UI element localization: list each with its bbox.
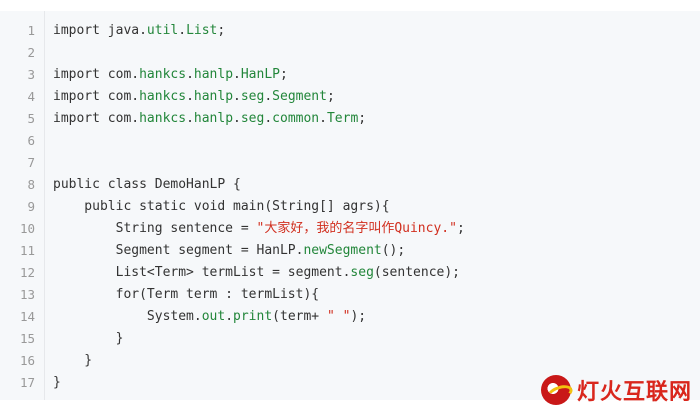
code-token: ; xyxy=(326,89,335,104)
code-token: common xyxy=(272,111,320,126)
code-token: hanlp xyxy=(193,67,234,82)
code-token: util xyxy=(146,23,179,38)
code-token: for(Term term : termList){ xyxy=(53,287,320,302)
line-number: 12 xyxy=(19,265,35,280)
code-token: HanLP xyxy=(240,67,280,82)
code-token: import com. xyxy=(53,67,140,82)
code-line: String sentence = "大家好，我的名字叫作Quincy."; xyxy=(53,218,700,240)
code-token: hanlp xyxy=(193,89,234,104)
code-token: ; xyxy=(456,221,465,236)
line-number: 6 xyxy=(27,133,35,148)
code-token: hankcs xyxy=(139,89,187,104)
code-token: public static void main(String[] agrs){ xyxy=(53,199,390,214)
code-line: for(Term term : termList){ xyxy=(53,284,700,306)
code-line: import com.hankcs.hanlp.HanLP; xyxy=(53,64,700,86)
code-token: import java. xyxy=(53,23,147,38)
code-token: . xyxy=(319,111,327,126)
code-token: System. xyxy=(53,309,202,324)
code-token: Segment xyxy=(272,89,327,104)
line-number: 5 xyxy=(27,111,35,126)
code-token: Term xyxy=(326,111,359,126)
code-token: ; xyxy=(217,23,226,38)
code-token: newSegment xyxy=(303,243,382,258)
line-number: 8 xyxy=(27,177,35,192)
code-token: import com. xyxy=(53,89,140,104)
line-number: 11 xyxy=(19,243,35,258)
code-token: String sentence = xyxy=(53,221,257,236)
code-token: import com. xyxy=(53,111,140,126)
code-token: hanlp xyxy=(193,111,234,126)
code-token: ; xyxy=(358,111,367,126)
watermark-text: 灯火互联网 xyxy=(576,380,692,405)
line-number: 4 xyxy=(27,89,35,104)
code-line: Segment segment = HanLP.newSegment(); xyxy=(53,240,700,262)
code-token: ); xyxy=(350,309,367,324)
code-token: seg xyxy=(350,265,374,280)
code-token: . xyxy=(186,111,194,126)
code-line: import com.hankcs.hanlp.seg.common.Term; xyxy=(53,108,700,130)
code-token: hankcs xyxy=(139,111,187,126)
code-token: seg xyxy=(240,89,265,104)
code-token: . xyxy=(264,111,273,126)
code-line: System.out.print(term+ " "); xyxy=(53,306,700,328)
line-number: 2 xyxy=(27,45,35,60)
code-token: (term+ xyxy=(272,309,327,324)
code-token: } xyxy=(53,375,61,390)
code-line: import com.hankcs.hanlp.seg.Segment; xyxy=(53,86,700,108)
code-token: . xyxy=(225,309,234,324)
code-token: print xyxy=(233,309,273,324)
code-token: Segment segment = HanLP. xyxy=(53,243,304,258)
code-token: "大家好，我的名字叫作Quincy." xyxy=(256,221,457,236)
code-token: (sentence); xyxy=(373,265,460,280)
code-line xyxy=(53,152,700,174)
code-token: . xyxy=(186,67,194,82)
code-token: public class DemoHanLP { xyxy=(53,177,241,192)
code-line: public class DemoHanLP { xyxy=(53,174,700,196)
code-token: " " xyxy=(326,309,351,324)
code-token: ; xyxy=(280,67,288,82)
line-number: 10 xyxy=(19,221,35,236)
code-token: } xyxy=(53,353,93,368)
code-content[interactable]: import java.util.List;import com.hankcs.… xyxy=(45,11,700,400)
code-token: (); xyxy=(381,243,406,258)
line-number: 9 xyxy=(27,199,35,214)
code-token: seg xyxy=(240,111,265,126)
code-line: import java.util.List; xyxy=(53,20,700,42)
code-line: List<Term> termList = segment.seg(senten… xyxy=(53,262,700,284)
flame-logo-icon xyxy=(540,375,571,405)
code-line xyxy=(53,42,700,64)
code-token: } xyxy=(53,331,124,346)
line-number: 16 xyxy=(19,353,35,368)
code-token: . xyxy=(264,89,273,104)
line-number: 7 xyxy=(27,155,35,170)
watermark: 灯火互联网 xyxy=(540,374,692,406)
code-token: . xyxy=(233,111,241,126)
code-token: . xyxy=(178,23,187,38)
code-line: } xyxy=(53,372,700,394)
code-line: } xyxy=(53,328,700,350)
code-token: List<Term> termList = segment. xyxy=(53,265,351,280)
code-token: out xyxy=(201,309,226,324)
code-line: } xyxy=(53,350,700,372)
code-line xyxy=(53,130,700,152)
line-number: 13 xyxy=(19,287,35,302)
line-number: 15 xyxy=(19,331,35,346)
line-number: 3 xyxy=(27,67,35,82)
line-number: 17 xyxy=(19,375,35,390)
code-token: . xyxy=(233,67,241,82)
code-line: public static void main(String[] agrs){ xyxy=(53,196,700,218)
code-token: hankcs xyxy=(139,67,187,82)
line-number: 1 xyxy=(27,23,35,38)
code-token: List xyxy=(186,23,218,38)
line-number: 14 xyxy=(19,309,35,324)
code-token: . xyxy=(186,89,194,104)
code-token: . xyxy=(233,89,241,104)
